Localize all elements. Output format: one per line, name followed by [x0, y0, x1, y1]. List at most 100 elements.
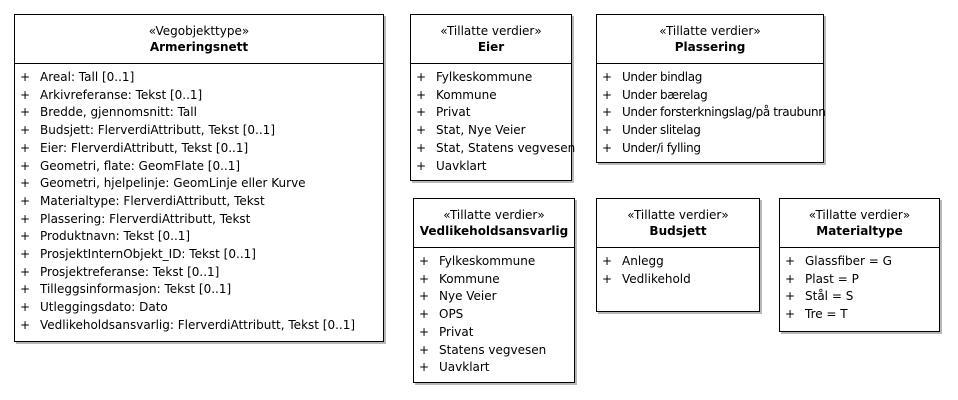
- attribute-row: +Stat, Statens vegvesen: [411, 140, 575, 158]
- visibility-marker: +: [602, 87, 612, 102]
- visibility-marker: +: [602, 105, 612, 120]
- visibility-marker: +: [20, 229, 31, 244]
- visibility-marker: +: [20, 317, 31, 332]
- visibility-marker: +: [602, 70, 612, 84]
- attribute-row: +Privat: [414, 324, 574, 342]
- attribute-row: + Anlegg: [597, 253, 759, 271]
- attribute-text: Geometri, hjelpelinje: GeomLinje eller K…: [40, 176, 306, 191]
- visibility-marker: +: [602, 123, 612, 138]
- class-eier[interactable]: «Tillatte verdier» Eier +Fylkeskommune+K…: [410, 14, 575, 181]
- attribute-row: + Utleggingsdato: Dato: [15, 299, 383, 317]
- attribute-text: Budsjett: FlerverdiAttributt, Tekst [0..…: [40, 123, 275, 138]
- visibility-marker: +: [20, 123, 31, 138]
- attribute-text: Uavklart: [436, 158, 487, 173]
- attribute-text: Utleggingsdato: Dato: [40, 300, 168, 315]
- attribute-text: Under slitelag: [622, 123, 701, 138]
- class-name: Budsjett: [649, 224, 707, 238]
- attribute-row: + Under forsterkningslag/på traubunn: [597, 104, 826, 122]
- attribute-list: +Under bindlag+Under bærelag+Under forst…: [597, 64, 826, 158]
- attribute-text: Anlegg: [622, 254, 664, 268]
- visibility-marker: +: [416, 87, 427, 102]
- visibility-marker: +: [416, 123, 427, 138]
- class-header: «Tillatte verdier» Budsjett: [597, 199, 759, 248]
- attribute-text: Under forsterkningslag/på traubunn: [622, 105, 826, 120]
- visibility-marker: +: [20, 300, 31, 315]
- attribute-text: Vedlikehold: [622, 271, 691, 286]
- attribute-text: Nye Veier: [439, 289, 497, 304]
- attribute-row: +Privat: [411, 104, 571, 122]
- visibility-marker: +: [20, 140, 31, 155]
- attribute-row: +Under bærelag: [597, 87, 823, 105]
- attribute-text: Privat: [439, 324, 474, 339]
- attribute-row: + Under slitelag: [597, 122, 823, 140]
- attribute-text: Produktnavn: Tekst [0..1]: [40, 229, 191, 244]
- visibility-marker: +: [419, 289, 430, 304]
- attribute-text: Vedlikeholdsansvarlig: FlerverdiAttribut…: [40, 317, 356, 332]
- visibility-marker: +: [602, 254, 613, 268]
- class-name: Armeringsnett: [149, 40, 249, 54]
- attribute-text: Eier: FlerverdiAttributt, Tekst [0..1]: [40, 140, 249, 155]
- attribute-row: + Uavklart: [411, 158, 571, 176]
- attribute-text: Uavklart: [439, 360, 490, 375]
- visibility-marker: +: [419, 342, 430, 357]
- attribute-text: Tre = T: [805, 307, 848, 322]
- class-vedlikeholdsansvarlig[interactable]: «Tillatte verdier» Vedlikeholdsansvarlig…: [413, 198, 575, 383]
- attribute-text: Prosjektreferanse: Tekst [0..1]: [40, 264, 220, 279]
- stereotype-label: «Tillatte verdier»: [627, 208, 729, 222]
- attribute-row: +Plassering: FlerverdiAttributt, Tekst: [15, 211, 383, 229]
- class-name: Materialtype: [816, 224, 903, 238]
- class-budsjett[interactable]: «Tillatte verdier» Budsjett + Anlegg +Vedl…: [596, 198, 760, 312]
- class-materialtype[interactable]: «Tillatte verdier» Materialtype +Glassfi…: [779, 198, 940, 332]
- visibility-marker: +: [20, 176, 31, 191]
- class-name: Vedlikeholdsansvarlig: [419, 224, 569, 238]
- attribute-list: +Fylkeskommune+Kommune+Nye Veier+OPS+Pri…: [414, 248, 574, 377]
- attribute-row: + Statens vegvesen: [414, 342, 574, 360]
- attribute-list: + Anlegg +Vedlikehold: [597, 248, 759, 288]
- attribute-text: OPS: [439, 307, 464, 322]
- attribute-text: Tilleggsinformasjon: Tekst [0..1]: [40, 282, 232, 297]
- attribute-row: + Nye Veier: [414, 288, 574, 306]
- attribute-row: + Budsjett: FlerverdiAttributt, Tekst [0.…: [15, 122, 383, 140]
- stereotype-label: «Tillatte verdier»: [443, 208, 545, 222]
- visibility-marker: +: [785, 254, 796, 268]
- attribute-row: +Arkivreferanse: Tekst [0..1]: [15, 87, 383, 105]
- visibility-marker: +: [602, 140, 612, 155]
- attribute-row: +Areal: Tall [0..1]: [15, 69, 383, 87]
- attribute-row: +Kommune: [414, 271, 574, 289]
- attribute-row: +Glassfiber = G: [780, 253, 939, 271]
- attribute-text: Arkivreferanse: Tekst [0..1]: [40, 87, 203, 102]
- visibility-marker: +: [416, 158, 427, 173]
- attribute-row: + Eier: FlerverdiAttributt, Tekst [0..1]: [15, 140, 383, 158]
- class-header: «Tillatte verdier» Vedlikeholdsansvarlig: [414, 199, 574, 248]
- attribute-row: +Fylkeskommune: [411, 69, 571, 87]
- stereotype-label: «Tillatte verdier»: [440, 24, 542, 38]
- visibility-marker: +: [419, 360, 430, 375]
- attribute-text: Under bindlag: [622, 70, 703, 84]
- visibility-marker: +: [419, 271, 430, 286]
- attribute-text: Kommune: [436, 87, 497, 102]
- attribute-row: +Fylkeskommune: [414, 253, 574, 271]
- attribute-row: +Stål = S: [780, 288, 939, 306]
- visibility-marker: +: [785, 271, 796, 286]
- class-header: «Tillatte verdier» Eier: [411, 15, 571, 64]
- attribute-text: Stat, Nye Veier: [436, 123, 526, 138]
- attribute-row: + Kommune: [411, 87, 571, 105]
- visibility-marker: +: [20, 282, 31, 297]
- class-armeringsnett[interactable]: «Vegobjekttype» Armeringsnett +Areal: Ta…: [14, 14, 384, 342]
- attribute-row: + Stat, Nye Veier: [411, 122, 571, 140]
- attribute-row: +Vedlikehold: [597, 271, 759, 289]
- visibility-marker: +: [20, 211, 31, 226]
- attribute-row: +Tre = T: [780, 306, 939, 324]
- attribute-text: Stat, Statens vegvesen: [436, 140, 576, 155]
- visibility-marker: +: [419, 254, 430, 268]
- attribute-text: Under/i fylling: [622, 140, 701, 155]
- attribute-list: +Areal: Tall [0..1]+Arkivreferanse: Teks…: [15, 64, 383, 335]
- attribute-row: + Vedlikeholdsansvarlig: FlerverdiAttribu…: [15, 317, 383, 335]
- attribute-text: ProsjektInternObjekt_ID: Tekst [0..1]: [40, 247, 256, 262]
- visibility-marker: +: [785, 289, 796, 304]
- stereotype-label: «Tillatte verdier»: [659, 24, 761, 38]
- class-plassering[interactable]: «Tillatte verdier» Plassering +Under bin…: [596, 14, 826, 163]
- attribute-text: Statens vegvesen: [439, 342, 547, 357]
- attribute-row: + Under/i fylling: [597, 140, 823, 158]
- attribute-text: Geometri, flate: GeomFlate [0..1]: [40, 158, 241, 173]
